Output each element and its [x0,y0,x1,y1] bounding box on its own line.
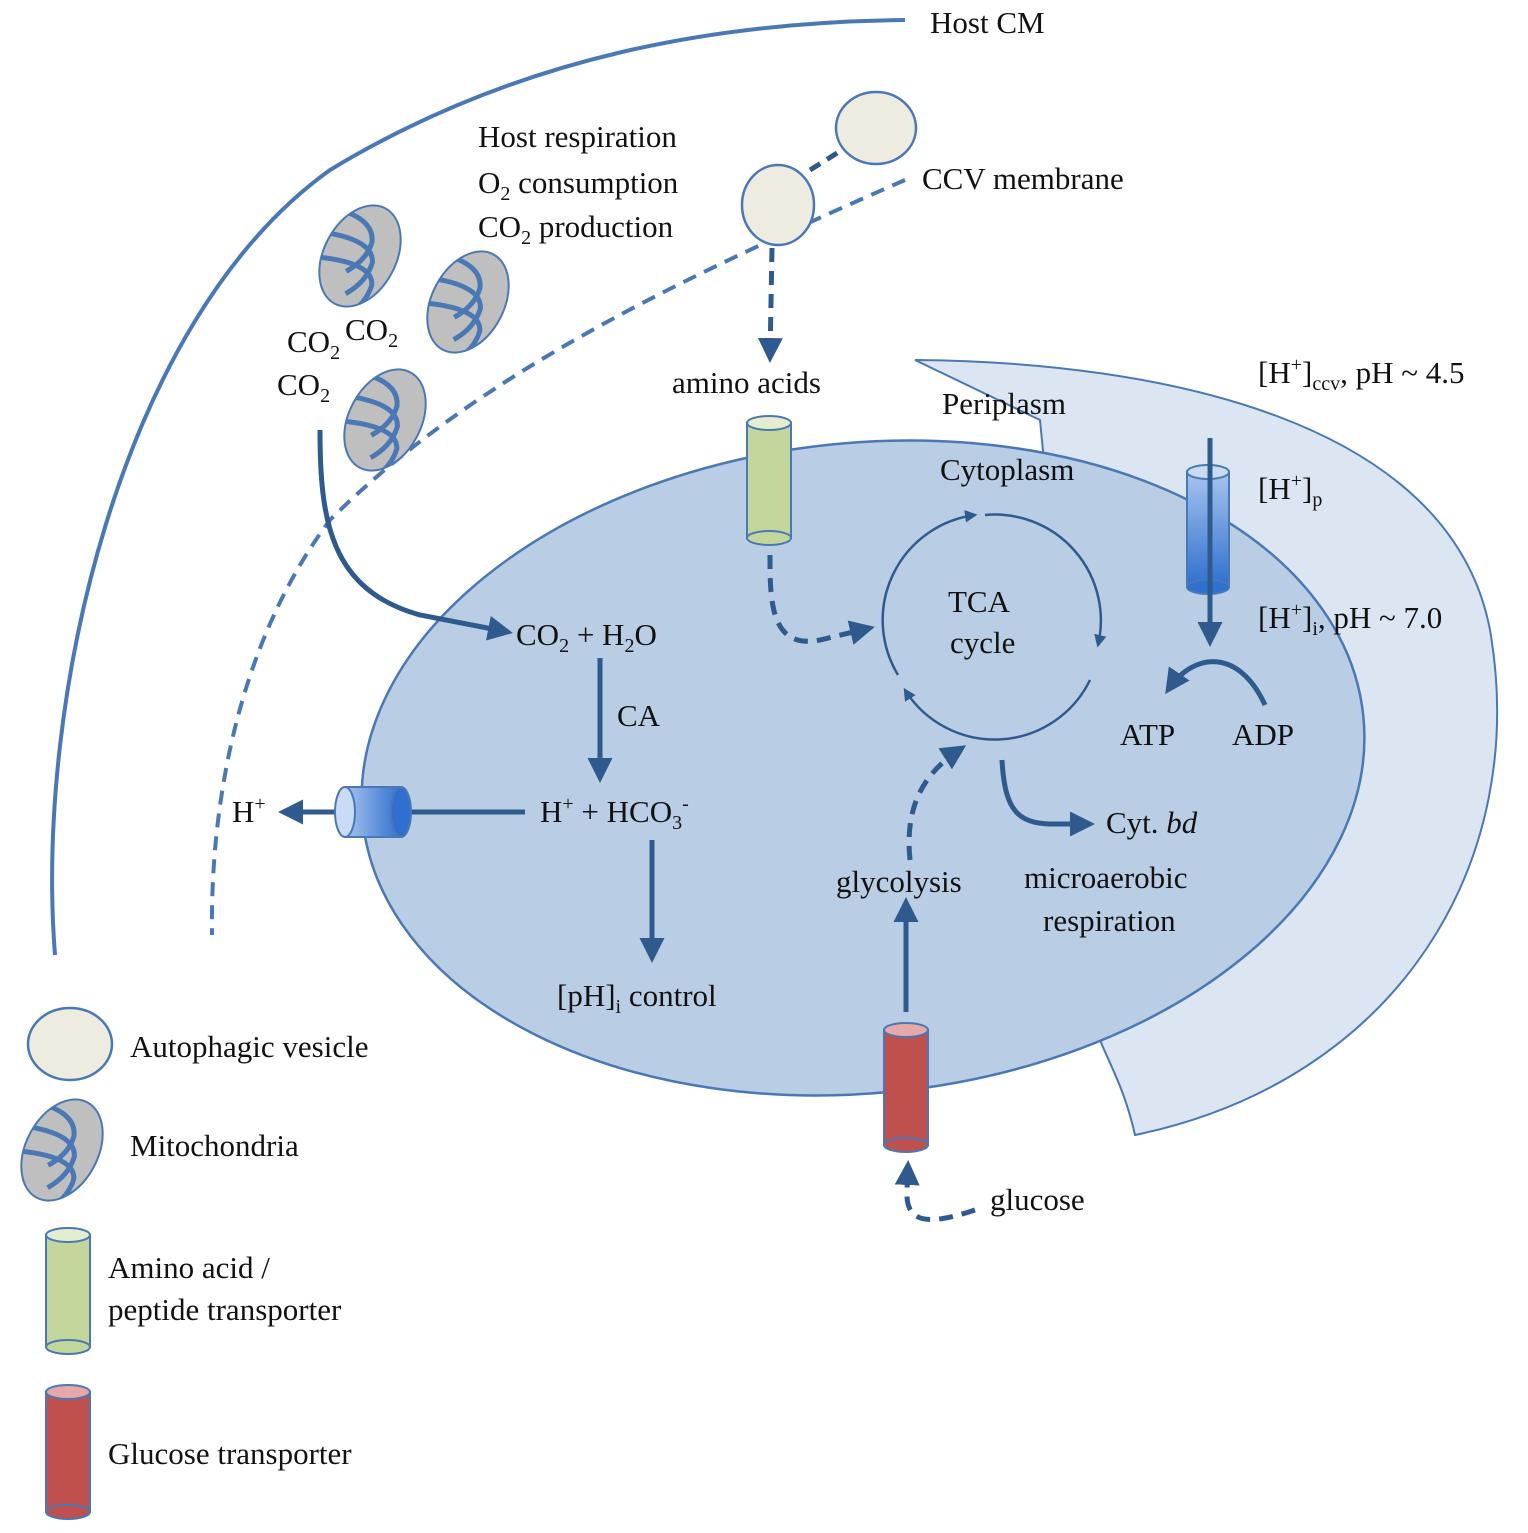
label-tca: TCA [948,584,1011,619]
mitochondrion-1 [292,187,417,326]
label-ccv-membrane: CCV membrane [922,161,1124,196]
label-h-hco3: H+ + HCO3- [540,793,689,834]
label-microaerobic: microaerobic [1024,860,1188,895]
label-cycle: cycle [950,625,1015,660]
tca-cycle-circle [881,510,1107,741]
arrow-tca-to-cyt-bd [999,759,1095,837]
label-periplasm: Periplasm [942,386,1066,421]
mitochondrion-3 [317,351,442,490]
host-cm-membrane [50,18,906,956]
legend-glucose-swatch [45,1384,91,1520]
autophagic-vesicle-1 [834,90,918,166]
label-co2-1: CO2 [287,324,340,364]
arrow-adp-to-atp [1165,659,1268,707]
label-adp: ADP [1232,717,1294,752]
label-cytoplasm: Cytoplasm [940,452,1074,487]
legend: Autophagic vesicle Mitochondria Amino ac… [0,1006,368,1520]
autophagic-vesicle-2 [740,163,816,247]
label-amino-acids: amino acids [672,365,821,400]
label-host-respiration: Host respiration [478,119,677,154]
label-h-periplasm: [H+]p [1258,470,1322,511]
label-glycolysis: glycolysis [836,864,962,899]
label-co2-production: CO2 production [478,209,674,249]
legend-amino-2: peptide transporter [108,1292,342,1327]
legend-amino-1: Amino acid / [108,1250,270,1285]
label-ph-control: [pH]i control [557,978,717,1018]
legend-vesicle-swatch [26,1006,114,1082]
vesicle-link [808,142,852,173]
legend-amino-swatch [45,1227,91,1355]
label-co2-h2o: CO2 + H2O [516,617,657,657]
arrow-glucose-uptake [894,1160,976,1222]
label-h-internal: [H+]i, pH ~ 7.0 [1258,599,1442,640]
glucose-transporter [883,1022,929,1153]
arrow-glycolysis-to-tca [906,745,967,861]
mitochondrion-2 [400,233,525,372]
label-h-out: H+ [232,793,266,829]
legend-autophagic-vesicle: Autophagic vesicle [130,1029,368,1064]
legend-glucose-transporter: Glucose transporter [108,1436,352,1471]
label-o2-consumption: O2 consumption [478,165,679,205]
label-ca: CA [617,698,661,733]
label-co2-3: CO2 [277,367,330,407]
proton-channel-horizontal [334,786,412,838]
legend-mitochondria-swatch [0,1081,119,1220]
ccv-membrane [209,178,906,936]
arrow-co2-into-cell [317,429,513,641]
label-cyt-bd: Cyt. bd [1106,805,1198,840]
legend-mitochondria: Mitochondria [130,1128,299,1163]
label-glucose: glucose [990,1182,1085,1217]
label-h-ccv: [H+]ccv, pH ~ 4.5 [1258,354,1465,395]
label-co2-2: CO2 [345,312,398,352]
amino-acid-transporter [746,415,792,546]
label-host-cm: Host CM [930,5,1045,40]
label-respiration: respiration [1043,903,1176,938]
arrow-vesicle-to-amino-acids [757,247,783,363]
label-atp: ATP [1120,717,1175,752]
